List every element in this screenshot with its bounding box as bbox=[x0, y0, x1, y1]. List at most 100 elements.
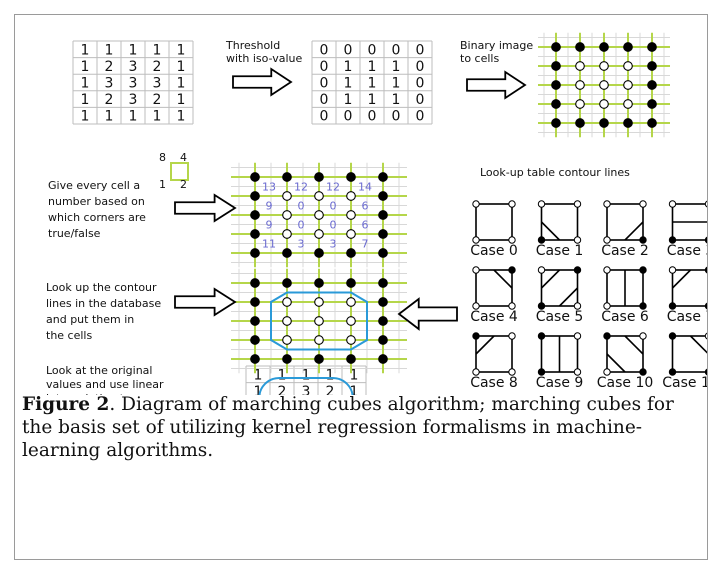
case-label: Case 8 bbox=[470, 375, 518, 391]
case-corner-true bbox=[537, 332, 546, 340]
case-corner-false bbox=[508, 200, 516, 208]
corner-dot-false bbox=[378, 297, 388, 307]
case-corner-false bbox=[508, 236, 516, 244]
corner-dot-false bbox=[378, 229, 388, 239]
grid-value: 1 bbox=[278, 367, 287, 383]
grid-value: 0 bbox=[416, 109, 425, 125]
corner-dot-true bbox=[282, 191, 292, 201]
cell-code: 3 bbox=[330, 238, 337, 251]
case-corner-false bbox=[668, 200, 677, 208]
case-corner-true bbox=[537, 302, 546, 310]
cell-code: 0 bbox=[298, 200, 305, 213]
corner-dot-false bbox=[647, 61, 657, 71]
corner-weight-label: 4 bbox=[180, 151, 187, 164]
case-contour bbox=[540, 269, 561, 289]
corner-dot-false bbox=[250, 335, 260, 345]
case-corner-true bbox=[537, 368, 546, 376]
case-corner-true bbox=[573, 266, 582, 274]
corner-dot-false bbox=[250, 210, 260, 220]
case-corner-false bbox=[472, 302, 480, 310]
corner-dot-false bbox=[346, 278, 356, 288]
grid-value: 2 bbox=[105, 92, 114, 108]
case-corner-true bbox=[668, 368, 677, 376]
corner-dot-false bbox=[378, 335, 388, 345]
cell-code: 14 bbox=[358, 181, 372, 194]
case-corner-true bbox=[639, 302, 647, 310]
grid-value: 1 bbox=[368, 92, 377, 108]
case-corner-true bbox=[668, 236, 677, 244]
cell-code: 0 bbox=[298, 219, 305, 232]
grid-value: 0 bbox=[320, 92, 329, 108]
step-label-line: Give every cell a bbox=[48, 179, 140, 192]
grid-value: 1 bbox=[350, 367, 359, 383]
grid-value: 2 bbox=[278, 384, 287, 395]
case-label: Case 3 bbox=[667, 243, 707, 259]
corner-dot-false bbox=[250, 172, 260, 182]
step-arrow bbox=[466, 70, 527, 100]
corner-dot-true bbox=[575, 99, 585, 109]
case-corner-true bbox=[508, 266, 516, 274]
case-corner-false bbox=[508, 332, 516, 340]
corner-dot-false bbox=[250, 354, 260, 364]
case-corner-true bbox=[704, 266, 707, 274]
case-corner-false bbox=[537, 200, 546, 208]
corner-dot-false bbox=[623, 42, 633, 52]
grid-value: 0 bbox=[416, 76, 425, 92]
corner-dot-true bbox=[346, 229, 356, 239]
case-corner-true bbox=[603, 332, 611, 340]
grid-value: 1 bbox=[344, 92, 353, 108]
corner-dot-false bbox=[314, 354, 324, 364]
corner-dot-false bbox=[314, 172, 324, 182]
corner-dot-true bbox=[599, 80, 609, 90]
cell-code: 13 bbox=[262, 181, 276, 194]
grid-value: 1 bbox=[302, 367, 311, 383]
case-corner-true bbox=[704, 236, 707, 244]
corner-dot-false bbox=[282, 172, 292, 182]
process-arrows bbox=[174, 67, 527, 331]
case-square bbox=[475, 269, 513, 307]
case-corner-false bbox=[603, 266, 611, 274]
cell-code: 12 bbox=[326, 181, 340, 194]
corner-weight-label: 2 bbox=[180, 178, 187, 191]
case-corner-false bbox=[573, 302, 582, 310]
case-contour bbox=[689, 335, 707, 354]
case-label: Case 1 bbox=[536, 243, 584, 259]
case-label: Case 2 bbox=[601, 243, 649, 259]
corner-dot-false bbox=[250, 278, 260, 288]
case-square bbox=[671, 335, 707, 373]
case-contour bbox=[493, 269, 513, 289]
step-label-line: values and use linear bbox=[46, 378, 164, 391]
case-square bbox=[606, 203, 644, 241]
corner-dot-true bbox=[346, 335, 356, 345]
corner-dot-false bbox=[647, 118, 657, 128]
case-label: Case 11 bbox=[662, 375, 707, 391]
case-square bbox=[475, 335, 513, 373]
corner-dot-false bbox=[378, 191, 388, 201]
corner-dot-true bbox=[346, 316, 356, 326]
grid-value: 3 bbox=[129, 92, 138, 108]
cell-code: 6 bbox=[362, 219, 369, 232]
case-corner-true bbox=[537, 236, 546, 244]
grid-value: 1 bbox=[81, 42, 90, 58]
grid-value: 1 bbox=[392, 59, 401, 75]
case-square bbox=[540, 203, 579, 241]
corner-dot-true bbox=[314, 191, 324, 201]
corner-dot-true bbox=[314, 297, 324, 307]
grid-value: 0 bbox=[368, 109, 377, 125]
case-corner-false bbox=[537, 266, 546, 274]
case-corner-true bbox=[472, 332, 480, 340]
grid-value: 3 bbox=[302, 384, 311, 395]
grid-value: 1 bbox=[81, 76, 90, 92]
step-label-line: to cells bbox=[460, 52, 499, 65]
grid-value: 1 bbox=[129, 42, 138, 58]
grid-value: 2 bbox=[105, 59, 114, 75]
case-square bbox=[475, 203, 513, 241]
grid-value: 1 bbox=[344, 76, 353, 92]
case-corner-true bbox=[668, 302, 677, 310]
case-label: Case 10 bbox=[597, 375, 654, 391]
grid-value: 0 bbox=[344, 109, 353, 125]
